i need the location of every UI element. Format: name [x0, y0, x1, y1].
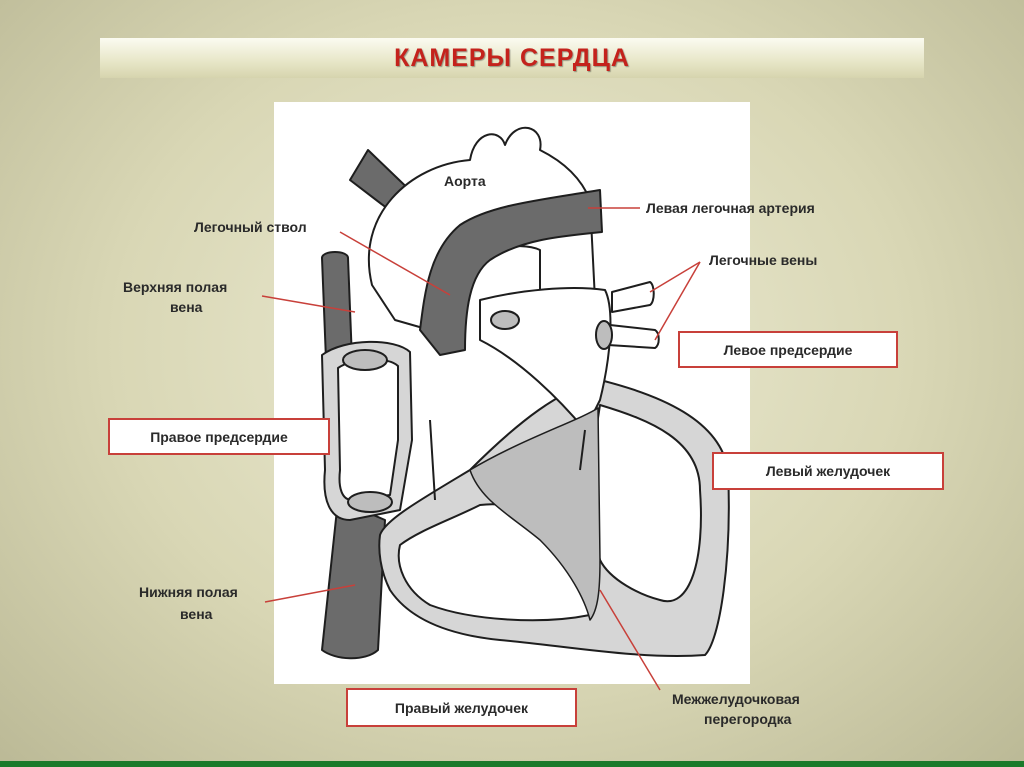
box-right-ventricle: Правый желудочек	[346, 688, 577, 727]
pulmonary-vein-upper	[611, 281, 655, 313]
tendon-strand-2	[579, 429, 586, 471]
label-inferior-vena-cava-line1: Нижняя полая	[139, 584, 238, 600]
right-atrium-cavity	[337, 358, 399, 501]
leader-pulmonary-veins-1	[649, 261, 701, 293]
tendon-strand-1	[429, 419, 436, 501]
pulmonary-valve	[490, 310, 520, 330]
label-aorta: Аорта	[444, 173, 486, 189]
leader-septum	[599, 589, 661, 691]
leader-inferior-vena-cava	[264, 584, 356, 603]
inferior-vena-cava	[321, 499, 386, 660]
pulmonary-vein-lower	[607, 324, 660, 349]
bottom-accent-line	[0, 761, 1024, 767]
label-pulmonary-trunk: Легочный ствол	[194, 219, 307, 235]
tricuspid-valve	[347, 491, 393, 513]
leader-superior-vena-cava	[261, 295, 356, 313]
box-right-atrium: Правое предсердие	[108, 418, 330, 455]
label-superior-vena-cava-line2: вена	[170, 299, 203, 315]
label-septum-line1: Межжелудочковая	[672, 691, 800, 707]
pulmonary-trunk	[419, 189, 603, 356]
slide-title: КАМЕРЫ СЕРДЦА	[394, 44, 630, 72]
box-left-atrium: Левое предсердие	[678, 331, 898, 368]
label-superior-vena-cava-line1: Верхняя полая	[123, 279, 228, 295]
label-pulmonary-veins: Легочные вены	[709, 252, 818, 268]
mitral-valve	[595, 320, 613, 350]
leader-pulmonary-veins-2	[654, 261, 701, 341]
title-bar: КАМЕРЫ СЕРДЦА	[100, 38, 924, 78]
label-left-pulmonary-artery: Левая легочная артерия	[646, 200, 815, 216]
label-inferior-vena-cava-line2: вена	[180, 606, 213, 622]
box-left-ventricle: Левый желудочек	[712, 452, 944, 490]
label-septum-line2: перегородка	[704, 711, 792, 727]
septum	[469, 407, 601, 621]
svc-opening	[342, 349, 388, 371]
leader-pulmonary-trunk	[339, 231, 451, 296]
